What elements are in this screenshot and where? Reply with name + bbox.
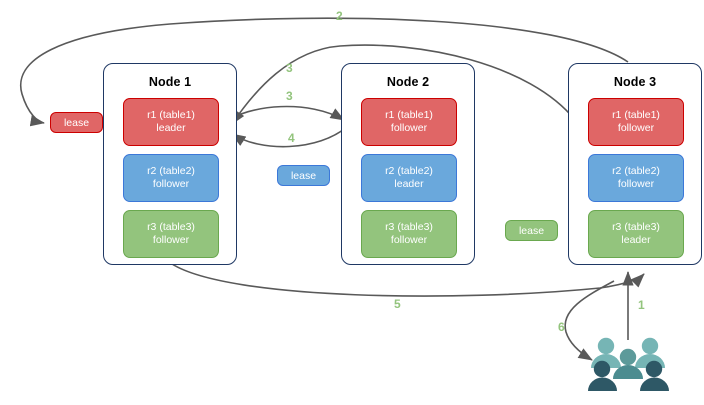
node-card-node3[interactable]: Node 3 r1 (table1) follower r2 (table2) …: [568, 63, 702, 265]
step-label-3b: 3: [286, 89, 293, 103]
replica-role: follower: [390, 234, 428, 246]
lease-badge-r1[interactable]: lease: [50, 112, 103, 133]
replica-name: r1 (table1): [147, 109, 195, 121]
replica-node2-r3[interactable]: r3 (table3) follower: [361, 210, 457, 258]
replica-role: follower: [617, 122, 655, 134]
replica-node2-r1[interactable]: r1 (table1) follower: [361, 98, 457, 146]
step-label-3a: 3: [286, 61, 293, 75]
replica-role: follower: [390, 122, 428, 134]
replica-role: follower: [617, 178, 655, 190]
replica-name: r1 (table1): [612, 109, 660, 121]
node-card-node1[interactable]: Node 1 r1 (table1) leader r2 (table2) fo…: [103, 63, 237, 265]
step-label-1: 1: [638, 298, 645, 312]
replica-name: r1 (table1): [385, 109, 433, 121]
replica-node1-r1[interactable]: r1 (table1) leader: [123, 98, 219, 146]
replica-name: r3 (table3): [612, 221, 660, 233]
replica-node2-r2[interactable]: r2 (table2) leader: [361, 154, 457, 202]
node-title: Node 1: [148, 75, 192, 89]
replica-name: r3 (table3): [385, 221, 433, 233]
replica-node3-r2[interactable]: r2 (table2) follower: [588, 154, 684, 202]
replica-node3-r1[interactable]: r1 (table1) follower: [588, 98, 684, 146]
edge-step-3-lower: [221, 105, 345, 125]
step-label-4: 4: [288, 131, 295, 145]
replica-name: r2 (table2): [147, 165, 195, 177]
replica-role: leader: [394, 178, 424, 190]
replica-node3-r3[interactable]: r3 (table3) leader: [588, 210, 684, 258]
replica-name: r3 (table3): [147, 221, 195, 233]
replica-role: follower: [152, 178, 190, 190]
replica-role: leader: [621, 234, 651, 246]
replica-name: r2 (table2): [385, 165, 433, 177]
step-label-6: 6: [558, 320, 565, 334]
step-label-5: 5: [394, 297, 401, 311]
replica-role: leader: [156, 122, 186, 134]
replica-node1-r3[interactable]: r3 (table3) follower: [123, 210, 219, 258]
node-title: Node 2: [386, 75, 430, 89]
replica-node1-r2[interactable]: r2 (table2) follower: [123, 154, 219, 202]
edge-step-5: [171, 263, 645, 297]
replica-name: r2 (table2): [612, 165, 660, 177]
step-label-2: 2: [336, 9, 343, 23]
replica-role: follower: [152, 234, 190, 246]
people-group-icon: [588, 337, 669, 391]
lease-badge-r3[interactable]: lease: [505, 220, 558, 241]
node-card-node2[interactable]: Node 2 r1 (table1) follower r2 (table2) …: [341, 63, 475, 265]
node-title: Node 3: [613, 75, 657, 89]
lease-badge-r2[interactable]: lease: [277, 165, 330, 186]
